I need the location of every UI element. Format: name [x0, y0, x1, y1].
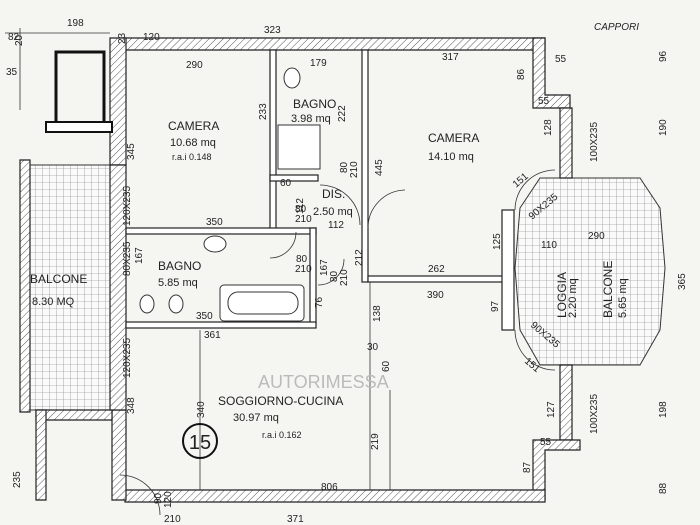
dim-label: 120	[143, 32, 160, 43]
dim-label: 806	[321, 482, 338, 493]
dim-label: 30	[367, 342, 379, 353]
dim-label: 167	[319, 259, 330, 276]
dim-label: 55	[538, 96, 550, 107]
dim-label: 125	[492, 233, 503, 250]
dim-label: 80	[329, 270, 340, 282]
dim-label: 112	[295, 198, 306, 214]
handwritten-note: CAPPORI	[594, 22, 639, 33]
dim-label: 179	[310, 58, 327, 69]
dim-label: 190	[658, 119, 669, 136]
dim-label: 290	[186, 60, 203, 71]
dim-label: 60	[280, 178, 292, 189]
dim-label: 80	[339, 161, 350, 173]
dim-label: 361	[204, 330, 221, 341]
dim-label: 365	[677, 273, 688, 290]
room-rai-soggiorno: r.a.i 0.162	[262, 430, 302, 440]
dim-label: 350	[206, 217, 223, 228]
dim-label: 127	[546, 401, 557, 418]
dim-label: 110	[541, 240, 557, 251]
dim-label: 97	[490, 300, 501, 312]
dim-label: 222	[337, 105, 348, 122]
dim-label: 90	[153, 492, 164, 504]
sheet-number: 15	[189, 432, 211, 454]
dim-label: 100X235	[589, 122, 600, 162]
dim-label: 87	[522, 461, 533, 473]
dim-label: 55	[555, 54, 567, 65]
sheet-number-circle	[182, 423, 218, 459]
room-name-soggiorno: SOGGIORNO-CUCINA	[218, 394, 343, 408]
dim-label: 138	[372, 305, 383, 322]
room-area-loggia: 2.20 mq	[567, 278, 579, 318]
dim-label: 371	[287, 514, 304, 525]
dim-label: 345	[126, 143, 137, 160]
room-area-balcone-left: 8.30 MQ	[32, 296, 75, 308]
dim-label: 86	[516, 68, 527, 80]
room-name-camera-left: CAMERA	[168, 119, 219, 133]
dim-label: 210	[339, 269, 350, 286]
dim-label: 348	[126, 397, 137, 414]
dim-label: 290	[588, 231, 605, 242]
dim-label: 219	[370, 433, 381, 450]
dim-label: 167	[134, 247, 145, 264]
dim-label: 120	[163, 491, 174, 508]
dim-label: 80X235	[122, 241, 133, 276]
room-area-camera-left: 10.68 mq	[170, 137, 216, 149]
dim-label: 82	[8, 32, 20, 43]
room-name-balcone-right: BALCONE	[601, 261, 615, 318]
dim-label: 212	[354, 249, 365, 266]
dim-label: 60	[381, 360, 392, 372]
room-rai-camera-left: r.a.i 0.148	[172, 152, 212, 162]
dim-label: 23	[117, 32, 128, 44]
room-area-camera-right: 14.10 mq	[428, 151, 474, 163]
dim-label: 390	[427, 290, 444, 301]
room-name-balcone-left: BALCONE	[30, 272, 87, 286]
dim-label: 96	[658, 50, 669, 62]
dim-label: 210	[349, 161, 360, 178]
room-area-bagno-left: 5.85 mq	[158, 277, 198, 289]
dim-label: 198	[658, 401, 669, 418]
dim-label: 210	[295, 264, 312, 275]
dim-label: 100X235	[589, 394, 600, 434]
dim-label: 80	[296, 254, 308, 265]
dim-label: 445	[374, 159, 385, 176]
dim-label: 120X235	[122, 186, 133, 226]
dim-label: 120X235	[122, 338, 133, 378]
dim-label: 350	[196, 311, 213, 322]
balcone-left-area	[23, 164, 113, 411]
dim-label: 235	[12, 471, 23, 488]
dim-label: 55	[540, 437, 552, 448]
dim-label: 80	[295, 204, 307, 215]
dim-label: 340	[196, 401, 207, 418]
dim-label: 76	[314, 296, 325, 308]
dim-label: 317	[442, 52, 459, 63]
dim-label: 198	[67, 18, 84, 29]
room-name-camera-right: CAMERA	[428, 131, 479, 145]
dim-label: 88	[658, 482, 669, 494]
dim-label: 20	[14, 34, 25, 46]
room-area-balcone-right: 5.65 mq	[617, 278, 629, 318]
dim-label: 112	[328, 220, 344, 231]
room-name-dis: DIS.	[322, 187, 345, 201]
room-area-soggiorno: 30.97 mq	[233, 412, 279, 424]
dim-label: 323	[264, 25, 281, 36]
dim-label: 210	[164, 514, 181, 525]
dim-label: 210	[295, 214, 312, 225]
room-area-dis: 2.50 mq	[313, 206, 353, 218]
room-name-bagno-top: BAGNO	[293, 97, 336, 111]
room-area-bagno-top: 3.98 mq	[291, 113, 331, 125]
dim-label: 128	[543, 119, 554, 136]
loggia-balcone-area	[514, 177, 666, 366]
dim-label: 233	[258, 103, 269, 120]
dim-label: 35	[6, 67, 18, 78]
dim-label: 262	[428, 264, 445, 275]
room-name-loggia: LOGGIA	[555, 272, 569, 318]
room-name-bagno-left: BAGNO	[158, 259, 201, 273]
watermark-text: AUTORIMESSA	[258, 372, 389, 392]
